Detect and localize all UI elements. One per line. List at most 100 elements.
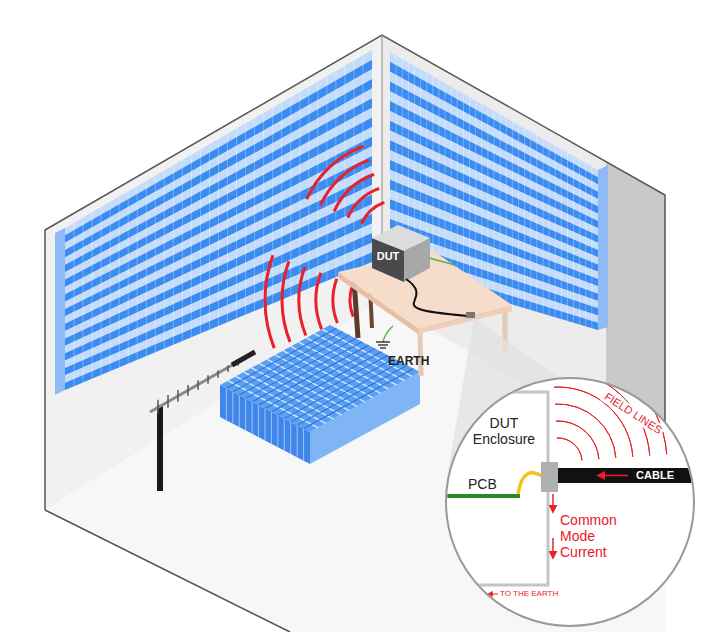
absorber-wedge <box>200 149 201 333</box>
absorber-top <box>220 325 420 432</box>
emission-wave <box>299 267 306 336</box>
floor-absorber <box>220 325 420 464</box>
current-arrow <box>552 494 554 512</box>
absorber-wedge <box>579 160 580 325</box>
absorber-wedge <box>146 181 147 356</box>
cube-face <box>372 225 430 251</box>
absorber-wedge <box>128 191 129 363</box>
inset-detail <box>430 285 711 594</box>
absorber-wedge <box>191 155 192 338</box>
dut-cable <box>406 279 468 316</box>
absorber-edge <box>598 165 608 330</box>
absorber-wedge <box>110 202 111 371</box>
field-line <box>555 404 616 458</box>
absorber-wedge <box>585 163 586 326</box>
absorber-side-stripe <box>303 429 304 461</box>
absorber-wedge <box>530 132 531 310</box>
earth-bar <box>380 347 386 348</box>
emission-wave <box>282 261 290 342</box>
absorber-wedge <box>362 55 363 266</box>
enclosure-wall <box>430 392 548 585</box>
absorber-wedge <box>137 186 138 360</box>
absorber-side-stripe <box>232 392 233 424</box>
earth-bar <box>378 344 388 345</box>
earth-symbol <box>376 342 390 348</box>
absorber-wedge <box>164 170 165 348</box>
absorber-wedge <box>227 134 228 322</box>
absorber-wedge <box>506 118 507 303</box>
pyramid-ridge <box>297 365 407 425</box>
absorber-wedge <box>335 71 336 277</box>
antenna-element <box>187 385 189 396</box>
absorber-side-stripe <box>290 422 291 454</box>
antenna-feed <box>232 352 255 365</box>
antenna-element <box>177 390 179 402</box>
earth-arrow <box>488 594 498 595</box>
absorber-wedge <box>263 113 264 307</box>
absorber-wedge <box>92 212 93 378</box>
absorber-wedge <box>74 223 75 386</box>
pyramid-ridge <box>304 369 414 429</box>
antenna-element <box>227 366 229 372</box>
label-text: Common Mode Current <box>560 512 626 560</box>
dut-cube <box>372 225 430 282</box>
absorber-wedge <box>451 87 452 287</box>
emission-wave <box>265 255 274 348</box>
internal-wire <box>518 473 542 494</box>
absorber-wedge <box>524 128 525 308</box>
antenna-mast <box>157 405 163 491</box>
absorber-wedge <box>573 156 574 323</box>
node-box: CABLE <box>558 468 684 483</box>
absorber-wedge <box>236 129 237 319</box>
absorber-wedge <box>308 87 309 289</box>
ground-wire <box>383 326 393 342</box>
label-text: EARTH <box>388 354 429 368</box>
absorber-side-stripe <box>245 398 246 430</box>
absorber-wedge <box>272 108 273 304</box>
absorber-wedge <box>475 101 476 294</box>
absorber-wedge <box>463 94 464 290</box>
emission-waves-high <box>307 146 385 224</box>
absorber-wedge <box>299 92 300 292</box>
emission-wave <box>333 279 337 323</box>
antenna-element <box>167 395 169 408</box>
absorber-wedge <box>561 149 562 319</box>
antenna-element <box>207 375 209 383</box>
absorber-wedge <box>469 97 470 292</box>
absorber-wedge <box>536 135 537 311</box>
label-text: FIELD LINES <box>600 389 666 438</box>
emission-wave <box>361 202 384 223</box>
absorber-wedge <box>326 76 327 281</box>
absorber-wedge <box>83 218 84 383</box>
absorber-wedge <box>290 97 291 296</box>
antenna-element <box>157 400 159 414</box>
field-line <box>549 285 711 449</box>
cable-bar <box>556 468 706 483</box>
absorber-wedge <box>549 142 550 315</box>
antenna-boom <box>150 352 255 412</box>
cable-connector <box>466 312 475 318</box>
absorber-wedge <box>281 102 282 299</box>
room-edge <box>45 510 290 632</box>
emission-wave <box>316 273 322 329</box>
absorber-wedge <box>500 114 501 300</box>
field-line <box>551 319 701 452</box>
emission-wave <box>348 188 379 217</box>
absorber-side-stripe <box>297 425 298 457</box>
absorber-wedge <box>438 80 439 283</box>
antenna-element <box>197 380 199 390</box>
absorber-wedge <box>218 139 219 326</box>
earth-bar <box>376 341 390 342</box>
absorber-wedge <box>344 66 345 274</box>
absorber-wedge <box>457 90 458 288</box>
field-line <box>552 336 684 453</box>
pcb-trace <box>430 494 520 498</box>
absorber-wedge <box>518 125 519 306</box>
absorber-wedge <box>182 160 183 341</box>
absorber-side-stripe <box>271 412 272 444</box>
absorber-wedge <box>487 108 488 298</box>
absorber-wedge <box>494 111 495 299</box>
absorber-wedge <box>119 197 120 368</box>
